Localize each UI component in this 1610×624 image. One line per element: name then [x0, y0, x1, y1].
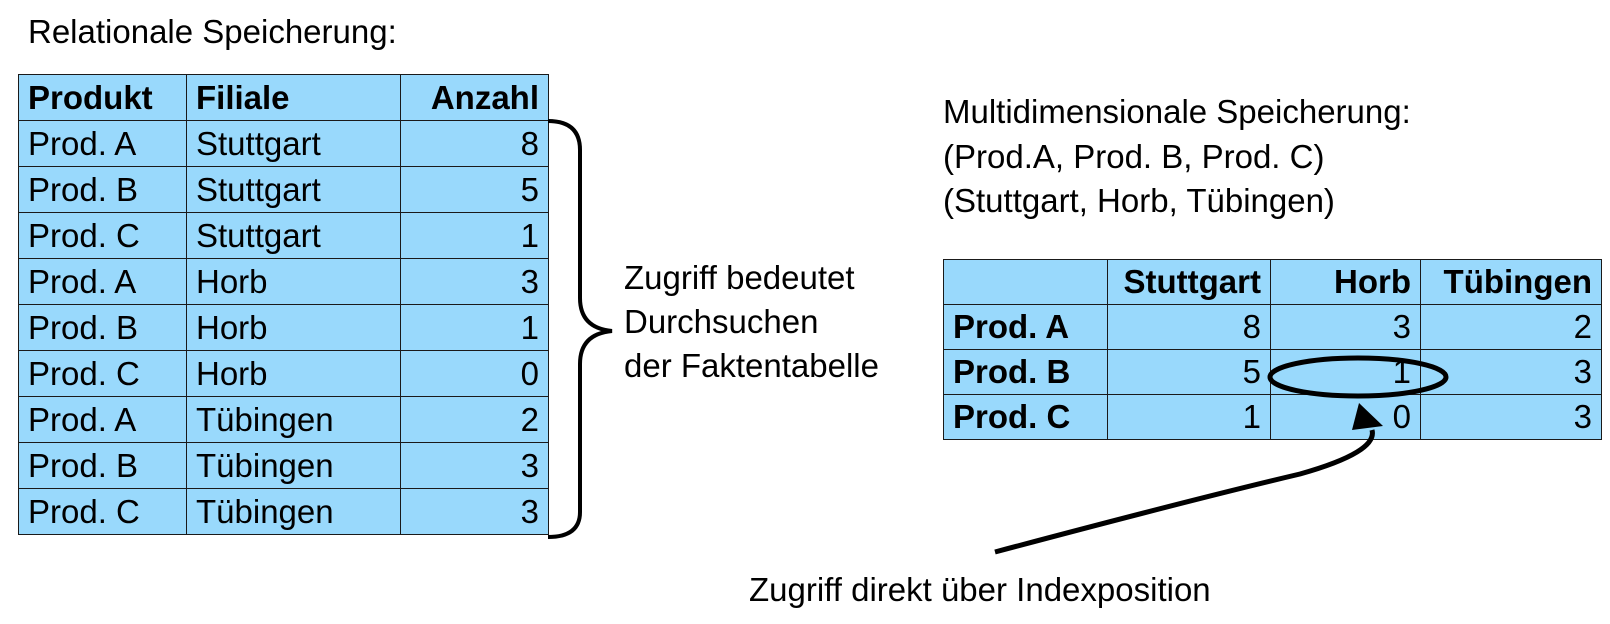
cell-product: Prod. A — [18, 258, 187, 305]
cell-product: Prod. A — [18, 396, 187, 443]
cube-cell: 8 — [1107, 304, 1271, 350]
brace-note-line-1: Zugriff bedeutet — [624, 259, 855, 296]
cube-cell: 1 — [1107, 394, 1271, 440]
cube-cell: 3 — [1270, 304, 1421, 350]
cube-cell: 3 — [1420, 394, 1602, 440]
cell-branch: Tübingen — [186, 442, 401, 489]
brace-note-line-2: Durchsuchen — [624, 303, 819, 340]
arrowhead-icon — [1352, 403, 1383, 430]
cell-branch: Tübingen — [186, 488, 401, 535]
multidim-title-line-3: (Stuttgart, Horb, Tübingen) — [943, 182, 1335, 219]
cell-branch: Horb — [186, 304, 401, 351]
brace-note-line-3: der Faktentabelle — [624, 347, 879, 384]
index-access-arrow — [994, 429, 1375, 555]
cell-product: Prod. C — [18, 488, 187, 535]
cell-count: 3 — [400, 258, 549, 305]
cell-branch: Stuttgart — [186, 166, 401, 213]
multidim-title-line-2: (Prod.A, Prod. B, Prod. C) — [943, 138, 1325, 175]
cube-row-header: Prod. C — [943, 394, 1108, 440]
cube-column-stuttgart: Stuttgart — [1107, 259, 1271, 305]
cell-product: Prod. B — [18, 442, 187, 489]
cube-cell: 3 — [1420, 349, 1602, 395]
column-header-product: Produkt — [18, 74, 187, 121]
cube-cell: 2 — [1420, 304, 1602, 350]
cell-branch: Stuttgart — [186, 212, 401, 259]
table-header-row: Produkt Filiale Anzahl — [18, 74, 549, 121]
index-position-highlight — [1267, 355, 1449, 399]
cell-count: 1 — [400, 304, 549, 351]
cube-cell: 5 — [1107, 349, 1271, 395]
column-header-count: Anzahl — [400, 74, 549, 121]
multidim-title-line-1: Multidimensionale Speicherung: — [943, 93, 1411, 130]
cell-count: 1 — [400, 212, 549, 259]
cube-column-tuebingen: Tübingen — [1420, 259, 1602, 305]
arrow-note: Zugriff direkt über Indexposition — [749, 571, 1211, 608]
cube-row-header: Prod. A — [943, 304, 1108, 350]
cell-count: 3 — [400, 442, 549, 489]
relational-title: Relationale Speicherung: — [28, 13, 397, 50]
cell-count: 8 — [400, 120, 549, 167]
cell-branch: Stuttgart — [186, 120, 401, 167]
cell-count: 2 — [400, 396, 549, 443]
cell-product: Prod. B — [18, 304, 187, 351]
cube-header-row: Stuttgart Horb Tübingen — [943, 259, 1602, 305]
cell-count: 3 — [400, 488, 549, 535]
cell-branch: Horb — [186, 350, 401, 397]
cube-column-horb: Horb — [1270, 259, 1421, 305]
cell-branch: Tübingen — [186, 396, 401, 443]
cell-product: Prod. C — [18, 350, 187, 397]
cell-count: 0 — [400, 350, 549, 397]
curly-brace — [547, 119, 613, 539]
